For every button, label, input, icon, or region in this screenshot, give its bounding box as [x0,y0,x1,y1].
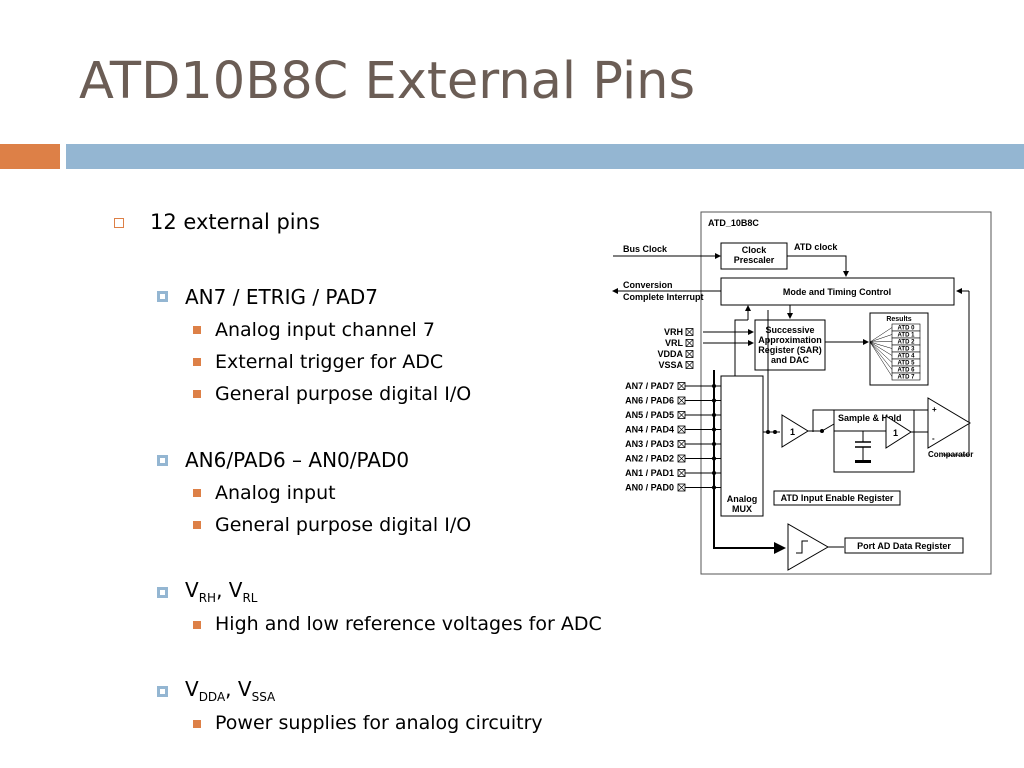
result-register-label: ATD 4 [898,354,916,360]
bullet-an7: AN7 / ETRIG / PAD7 [185,285,379,309]
result-register-label: ATD 1 [898,333,916,339]
bullet-square-icon [157,587,168,598]
bullet-square-icon [157,686,168,697]
sh-buffer-gain: 1 [893,428,898,438]
an-pin-label: AN1 / PAD1 [625,468,674,478]
an-pin-label: AN0 / PAD0 [625,483,674,493]
result-register-label: ATD 2 [898,340,916,346]
schmitt-buffer [787,523,830,571]
bullet-vsup-item: Power supplies for analog circuitry [215,712,543,734]
module-border [700,211,992,575]
atd-input-enable-label: ATD Input Enable Register [781,493,894,503]
bullet-square-icon [193,489,201,497]
clock-prescaler-label: Prescaler [734,255,775,265]
buffer-gain: 1 [790,427,795,437]
results-label: Results [886,316,911,323]
accent-bar-orange [0,144,60,169]
an-pin-label: AN5 / PAD5 [625,410,674,420]
an-pin-label: AN6 / PAD6 [625,396,674,406]
port-ad-data-box [844,537,964,554]
bullet-square-icon [193,326,201,334]
analog-mux-label: MUX [732,504,752,514]
result-register-label: ATD 0 [898,326,916,332]
clock-prescaler-box [720,242,788,270]
bullet-square-icon [193,390,201,398]
sh-buffer-amp [885,415,912,449]
sar-label: and DAC [771,355,810,365]
port-ad-data-label: Port AD Data Register [857,541,951,551]
bullet-square-icon [157,291,168,302]
bullet-vref: VRH, VRL [185,578,258,605]
mode-timing-box [720,277,955,306]
module-name: ATD_10B8C [708,218,759,228]
bullet-an7-item: External trigger for ADC [215,351,444,373]
sample-hold-box [833,409,915,473]
bullet-square-icon [114,218,124,228]
buffer-amp [781,414,809,448]
atd-clock-label: ATD clock [794,242,838,252]
result-register-label: ATD 3 [898,347,916,353]
ref-pin-label: VRH [664,327,683,337]
sar-box [754,319,826,371]
an-pin-label: AN3 / PAD3 [625,439,674,449]
bullet-an6-item: Analog input [215,482,336,504]
svg-text:-: - [932,434,935,443]
bus-clock-label: Bus Clock [623,244,668,254]
comparator-label: Comparator [928,450,973,459]
atd-input-enable-box [773,490,901,506]
bullet-vsup: VDDA, VSSA [185,677,276,704]
interrupt-label: Conversion [623,280,673,290]
sar-label: Successive [765,325,814,335]
bullet-an7-item: Analog input channel 7 [215,319,435,341]
analog-mux-box [720,375,764,517]
result-register-label: ATD 6 [898,368,916,374]
bullet-vref-item: High and low reference voltages for ADC [215,613,602,635]
an-pin-label: AN4 / PAD4 [625,425,674,435]
an-pin-label: AN2 / PAD2 [625,454,674,464]
sample-hold-label: Sample & Hold [838,413,902,423]
ref-pin-label: VSSA [658,360,683,370]
ref-pin-label: VDDA [657,349,683,359]
comparator-triangle [927,397,971,449]
bullet-square-icon [193,720,201,728]
bullet-square-icon [193,358,201,366]
accent-bar-blue [66,144,1024,169]
bullet-an6-an0: AN6/PAD6 – AN0/PAD0 [185,448,410,472]
bullet-an6-item: General purpose digital I/O [215,514,472,536]
bullet-square-icon [193,521,201,529]
an-pin-label: AN7 / PAD7 [625,381,674,391]
slide-title: ATD10B8C External Pins [79,52,696,111]
ref-pin-label: VRL [665,338,684,348]
sar-label: Register (SAR) [758,345,822,355]
bullet-square-icon [157,455,168,466]
atd-block-diagram: ATD_10B8C Bus Clock Clock Prescaler ATD … [612,211,992,575]
result-register-label: ATD 7 [898,375,916,381]
bullet-square-icon [193,621,201,629]
svg-text:+: + [932,405,937,414]
mode-timing-label: Mode and Timing Control [783,287,891,297]
clock-prescaler-label: Clock [742,245,768,255]
bullet-external-pins: 12 external pins [150,210,320,234]
bullet-an7-item: General purpose digital I/O [215,383,472,405]
sar-label: Approximation [758,335,822,345]
result-register-label: ATD 5 [898,361,916,367]
interrupt-label: Complete Interrupt [623,292,704,302]
analog-mux-label: Analog [727,494,758,504]
results-box [869,312,929,386]
